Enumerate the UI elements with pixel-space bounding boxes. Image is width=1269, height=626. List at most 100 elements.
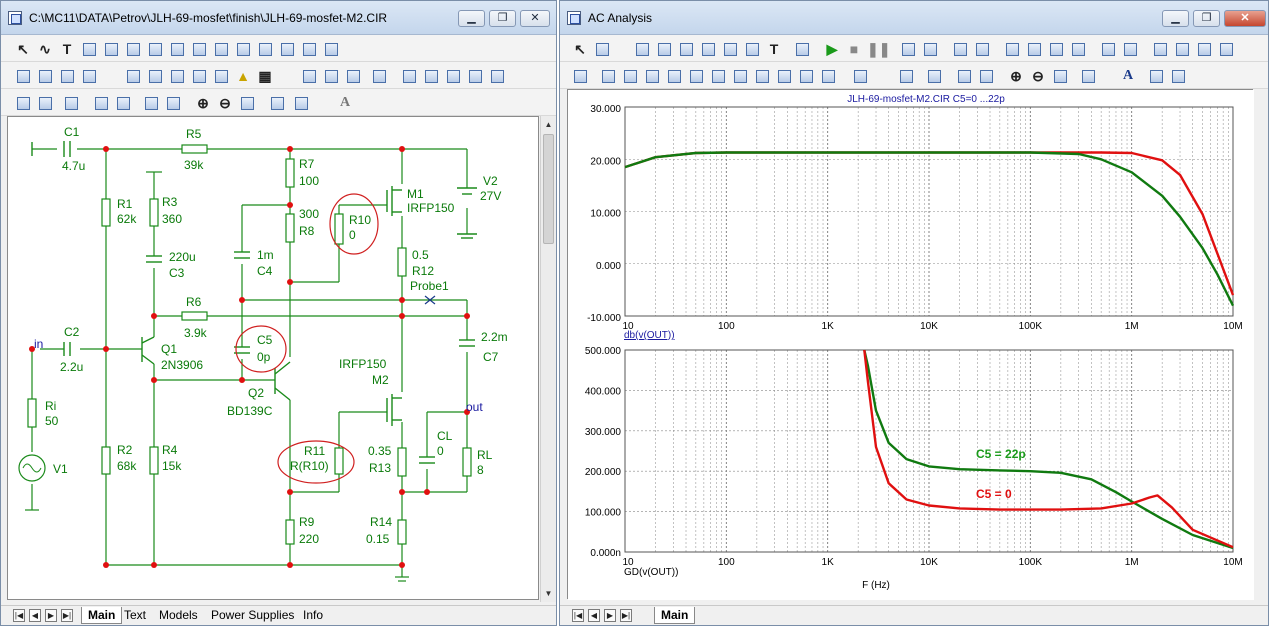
- value-Q2[interactable]: BD139C: [227, 404, 273, 418]
- tab-text[interactable]: Text: [124, 608, 147, 622]
- layout-icon[interactable]: [1078, 66, 1096, 84]
- grid-icon[interactable]: [13, 66, 31, 84]
- copy-icon[interactable]: [1146, 66, 1164, 84]
- value-Ri[interactable]: 50: [45, 414, 59, 428]
- search3-icon[interactable]: [1194, 39, 1212, 57]
- fit-vertical-icon[interactable]: [976, 66, 994, 84]
- value-R10[interactable]: 0: [349, 228, 356, 242]
- label-C3[interactable]: C3: [169, 266, 185, 280]
- label-R2[interactable]: R2: [117, 443, 133, 457]
- scroll-up-icon[interactable]: ▲: [544, 120, 553, 129]
- pen-mode-icon[interactable]: [101, 39, 119, 57]
- list-icon[interactable]: [896, 66, 914, 84]
- value-C2[interactable]: 2.2u: [60, 360, 83, 374]
- label-R3[interactable]: R3: [162, 195, 178, 209]
- font-icon[interactable]: A: [339, 95, 351, 110]
- high-icon[interactable]: [642, 66, 660, 84]
- search2-icon[interactable]: [1172, 39, 1190, 57]
- value-C7[interactable]: 2.2m: [481, 330, 508, 344]
- scroll-thumb[interactable]: [543, 134, 554, 244]
- text-mode-icon[interactable]: T: [62, 41, 72, 57]
- clipboard-icon[interactable]: [924, 66, 942, 84]
- label-R10[interactable]: R10: [349, 213, 371, 227]
- inflection-icon[interactable]: [686, 66, 704, 84]
- copy-icon[interactable]: [141, 93, 159, 111]
- properties-icon[interactable]: [321, 39, 339, 57]
- label-C7[interactable]: C7: [483, 350, 499, 364]
- schematic-titlebar[interactable]: C:\MC11\DATA\Petrov\JLH-69-mosfet\finish…: [1, 1, 556, 35]
- label-Ri[interactable]: Ri: [45, 399, 56, 413]
- value-V2[interactable]: 27V: [480, 189, 501, 203]
- cursor-icon[interactable]: [676, 39, 694, 57]
- tab-power-supplies[interactable]: Power Supplies: [211, 608, 295, 622]
- warning-icon[interactable]: ▲: [236, 68, 250, 84]
- scroll-down-icon[interactable]: ▼: [544, 589, 553, 598]
- text-tool-icon[interactable]: T: [769, 41, 779, 57]
- notes-icon[interactable]: [277, 39, 295, 57]
- find-icon[interactable]: [167, 39, 185, 57]
- info-icon[interactable]: [211, 39, 229, 57]
- component-icon[interactable]: [145, 39, 163, 57]
- low-icon[interactable]: [664, 66, 682, 84]
- last-tab-icon[interactable]: ▶|: [61, 609, 73, 622]
- flag-icon[interactable]: [123, 39, 141, 57]
- value-C5[interactable]: 0p: [257, 350, 271, 364]
- label-R6[interactable]: R6: [186, 295, 202, 309]
- label-R14[interactable]: R14: [370, 515, 392, 529]
- zoom-out-icon[interactable]: ⊖: [219, 95, 231, 111]
- dots-grid-icon[interactable]: ▦: [258, 68, 272, 84]
- rotate-icon[interactable]: [443, 66, 461, 84]
- value-Q1[interactable]: 2N3906: [161, 358, 203, 372]
- value-R12[interactable]: 0.5: [412, 248, 429, 262]
- tab-info[interactable]: Info: [303, 608, 324, 622]
- first-tab-icon[interactable]: |◀: [13, 609, 25, 622]
- minor-grid-icon[interactable]: [1024, 39, 1042, 57]
- value-M1[interactable]: IRFP150: [407, 201, 455, 215]
- value-R5[interactable]: 39k: [184, 158, 204, 172]
- label-Probe1[interactable]: Probe1: [410, 279, 449, 293]
- label-R9[interactable]: R9: [299, 515, 315, 529]
- node-out-label[interactable]: out: [466, 400, 483, 414]
- node-in-label[interactable]: in: [34, 337, 43, 351]
- edit-icon[interactable]: [570, 66, 588, 84]
- power-icon[interactable]: [167, 66, 185, 84]
- region-icon[interactable]: [399, 66, 417, 84]
- formula-icon[interactable]: [742, 39, 760, 57]
- label-R11[interactable]: R11: [304, 444, 325, 458]
- pin-icon[interactable]: [79, 66, 97, 84]
- ac-plot-area[interactable]: JLH-69-mosfet-M2.CIR C5=0 ...22p -10.000…: [567, 89, 1254, 600]
- schematic-vertical-scrollbar[interactable]: ▲ ▼: [540, 116, 556, 602]
- label-C1[interactable]: C1: [64, 125, 80, 139]
- label-R8[interactable]: R8: [299, 224, 315, 238]
- curve-icon[interactable]: [818, 66, 836, 84]
- node-numbers-icon[interactable]: [57, 66, 75, 84]
- zoom-fit-icon[interactable]: [1050, 66, 1068, 84]
- value-R11[interactable]: R(R10): [290, 459, 329, 473]
- value-CL[interactable]: 0: [437, 444, 444, 458]
- value-M2[interactable]: IRFP150: [339, 357, 387, 371]
- prev-tab-icon[interactable]: ◀: [588, 609, 600, 622]
- component-icon[interactable]: [592, 39, 610, 57]
- slope-icon[interactable]: [796, 66, 814, 84]
- label-R7[interactable]: R7: [299, 157, 315, 171]
- paste-icon[interactable]: [850, 66, 868, 84]
- list-icon[interactable]: [299, 39, 317, 57]
- value-R8[interactable]: 300: [299, 207, 319, 221]
- pins-icon[interactable]: [211, 66, 229, 84]
- label-C2[interactable]: C2: [64, 325, 80, 339]
- flip-icon[interactable]: [487, 66, 505, 84]
- add-circle-icon[interactable]: [91, 93, 109, 111]
- mirror-icon[interactable]: [465, 66, 483, 84]
- page-icon[interactable]: [299, 66, 317, 84]
- global-low-icon[interactable]: [730, 66, 748, 84]
- label-Q2[interactable]: Q2: [248, 386, 264, 400]
- pointer-icon[interactable]: [189, 39, 207, 57]
- bottom-icon[interactable]: [774, 66, 792, 84]
- label-C4[interactable]: C4: [257, 264, 273, 278]
- clipboard-icon[interactable]: [61, 93, 79, 111]
- paste-icon[interactable]: [163, 93, 181, 111]
- tab-main[interactable]: Main: [654, 607, 696, 624]
- value-R7[interactable]: 100: [299, 174, 319, 188]
- cross-grid-icon[interactable]: [1120, 39, 1138, 57]
- close-button[interactable]: ✕: [520, 10, 550, 27]
